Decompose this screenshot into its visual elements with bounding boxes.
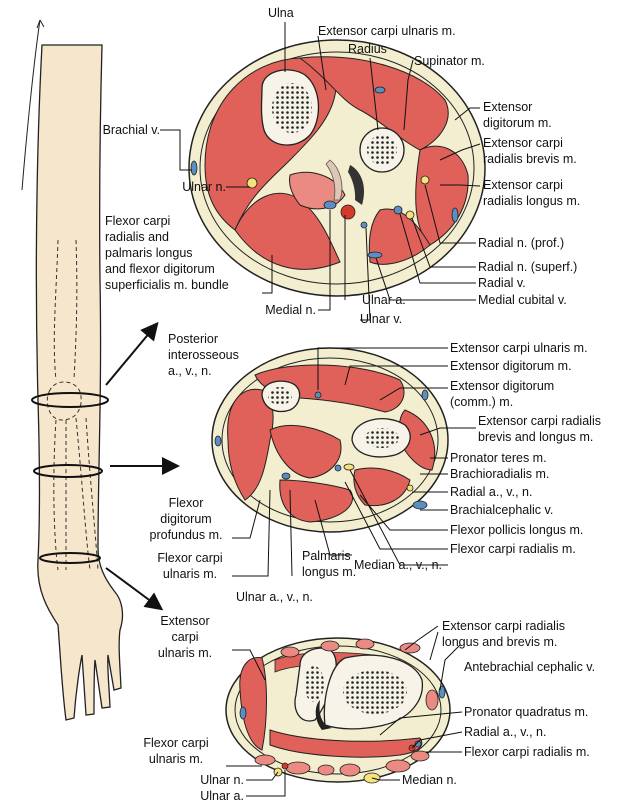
brachialcephalic-v-label: Brachialcephalic v.: [450, 503, 553, 517]
medial-cubital-v-label: Medial cubital v.: [478, 293, 567, 307]
ulnar-v-label: Ulnar v.: [360, 312, 402, 326]
fdp-label-3: profundus m.: [146, 528, 226, 542]
pronator-teres-label: Pronator teres m.: [450, 451, 547, 465]
cross-section-icon: [212, 348, 448, 532]
ecrl-label-1: Extensor carpi: [483, 178, 563, 192]
brachial-v-label: Brachial v.: [90, 123, 160, 137]
radial-avn-mid-label: Radial a., v., n.: [450, 485, 532, 499]
radius-label: Radius: [348, 42, 387, 56]
ecrbl-label-1: Extensor carpi radialis: [478, 414, 601, 428]
medial-n-label: Medial n.: [240, 303, 316, 317]
fcr-label-5: superficialis m. bundle: [105, 278, 229, 292]
arrow-icon: [106, 325, 176, 608]
fcu-low-label-1: Flexor carpi: [126, 736, 226, 750]
ecrlb-label-1: Extensor carpi radialis: [442, 619, 565, 633]
fcr-label-1: Flexor carpi: [105, 214, 170, 228]
fcu-low-label-2: ulnaris m.: [126, 752, 226, 766]
ulnar-a-low-label: Ulnar a.: [170, 789, 244, 803]
palmaris-label-1: Palmaris: [302, 549, 351, 563]
edc-label-2: (comm.) m.: [450, 395, 513, 409]
brachioradialis-label: Brachioradialis m.: [450, 467, 549, 481]
ulnar-n-label: Ulnar n.: [100, 180, 226, 194]
radial-avn-low-label: Radial a., v., n.: [464, 725, 546, 739]
cross-section-icon: [189, 40, 485, 296]
ulnar-a-label: Ulnar a.: [362, 293, 406, 307]
cross-section-icon: [226, 638, 450, 783]
ecrb-label-1: Extensor carpi: [483, 136, 563, 150]
radial-v-label: Radial v.: [478, 276, 526, 290]
fpl-label: Flexor pollicis longus m.: [450, 523, 583, 537]
post-inter-label-3: a., v., n.: [168, 364, 212, 378]
radial-n-prof-label: Radial n. (prof.): [478, 236, 564, 250]
post-inter-label-1: Posterior: [168, 332, 218, 346]
ulna-label: Ulna: [268, 6, 294, 20]
ecu-mid-label: Extensor carpi ulnaris m.: [450, 341, 588, 355]
supinator-label: Supinator m.: [414, 54, 485, 68]
ulnar-avn-label: Ulnar a., v., n.: [236, 590, 313, 604]
ed-label-2: digitorum m.: [483, 116, 552, 130]
fcr-low-label: Flexor carpi radialis m.: [464, 745, 590, 759]
fcr-label-4: and flexor digitorum: [105, 262, 215, 276]
ecrbl-label-2: brevis and longus m.: [478, 430, 593, 444]
fdp-label-2: digitorum: [146, 512, 226, 526]
fcr-mid-label: Flexor carpi radialis m.: [450, 542, 576, 556]
ecu-low-label-3: ulnaris m.: [140, 646, 230, 660]
median-avn-label: Median a., v., n.: [354, 558, 442, 572]
ecrb-label-2: radialis brevis m.: [483, 152, 577, 166]
antebrachial-label: Antebrachial cephalic v.: [464, 660, 595, 674]
ecrl-label-2: radialis longus m.: [483, 194, 580, 208]
ed-label-1: Extensor: [483, 100, 532, 114]
fcr-label-2: radialis and: [105, 230, 169, 244]
palmaris-label-2: longus m.: [302, 565, 356, 579]
fdp-label-1: Flexor: [146, 496, 226, 510]
ecu-low-label-1: Extensor: [140, 614, 230, 628]
post-inter-label-2: interosseous: [168, 348, 239, 362]
ecrlb-label-2: longus and brevis m.: [442, 635, 557, 649]
fcu-mid-label-2: ulnaris m.: [148, 567, 232, 581]
ed-mid-label: Extensor digitorum m.: [450, 359, 572, 373]
fcu-mid-label-1: Flexor carpi: [148, 551, 232, 565]
edc-label-1: Extensor digitorum: [450, 379, 554, 393]
ecu-low-label-2: carpi: [140, 630, 230, 644]
median-n-label: Median n.: [402, 773, 457, 787]
fcr-label-3: palmaris longus: [105, 246, 193, 260]
ulnar-n-low-label: Ulnar n.: [170, 773, 244, 787]
pronator-quadratus-label: Pronator quadratus m.: [464, 705, 588, 719]
radial-n-superf-label: Radial n. (superf.): [478, 260, 577, 274]
ecu-label: Extensor carpi ulnaris m.: [318, 24, 456, 38]
